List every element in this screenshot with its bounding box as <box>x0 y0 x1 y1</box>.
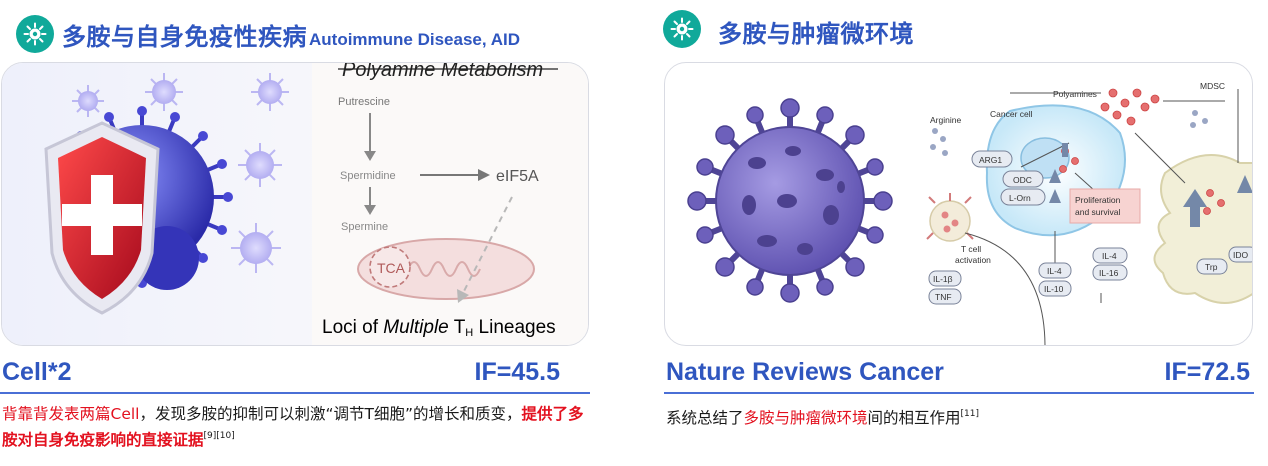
il16-label: IL-16 <box>1099 268 1119 278</box>
spermidine-label: Spermidine <box>340 170 396 182</box>
cancer-cell-label: Cancer cell <box>990 109 1033 119</box>
impact-factor: IF=72.5 <box>1164 358 1250 386</box>
polyamines-label: Polyamines <box>1053 89 1097 99</box>
autoimmune-illustration: Polyamine Metabolism Putrescine Spermidi… <box>2 63 588 345</box>
trp-label: Trp <box>1205 262 1218 272</box>
faint-virus-icon <box>145 73 183 111</box>
il4-label-2: IL-4 <box>1102 251 1117 261</box>
proliferation-label: Proliferation <box>1075 195 1121 205</box>
autoimmune-figure-card: Polyamine Metabolism Putrescine Spermidi… <box>1 62 589 346</box>
source-journal: Nature Reviews Cancer <box>666 358 944 386</box>
section-title-tumor: 多胺与肿瘤微环境 <box>718 14 914 49</box>
il4-label: IL-4 <box>1047 266 1062 276</box>
shield-icon <box>44 121 160 315</box>
impact-factor: IF=45.5 <box>474 358 560 386</box>
polyamine-pathway-diagram: Polyamine Metabolism Putrescine Spermidi… <box>322 63 558 339</box>
title-en: Autoimmune Disease, AID <box>309 30 520 49</box>
desc-refs: [11] <box>960 409 980 419</box>
putrescine-label: Putrescine <box>338 96 390 108</box>
faint-virus-icon <box>231 223 281 273</box>
il1b-label: IL-1β <box>933 274 953 284</box>
survival-label: and survival <box>1075 207 1120 217</box>
loci-label: Loci of Multiple TH Lineages <box>322 317 556 339</box>
desc-body: ，发现多胺的抑制可以刺激“调节T细胞”的增长和质变， <box>139 405 522 423</box>
ido-label: IDO <box>1233 250 1249 260</box>
il10-label: IL-10 <box>1044 284 1064 294</box>
tumor-microenvironment-diagram: Polyamines MDSC Arginine Cancer cell ARG… <box>920 73 1252 345</box>
desc-highlight: 多胺与肿瘤微环境 <box>743 409 868 427</box>
divider-line <box>664 392 1254 394</box>
desc-body-2: 间的相互作用 <box>867 409 961 427</box>
tumor-figure-card: Polyamines MDSC Arginine Cancer cell ARG… <box>664 62 1253 346</box>
odc-label: ODC <box>1013 175 1032 185</box>
divider-line <box>0 392 590 394</box>
desc-emphasis: 提供了多胺对自身免疫影响的直接证据 <box>2 405 584 449</box>
virus-icon <box>687 98 893 303</box>
faint-virus-icon <box>238 143 282 187</box>
desc-refs: [9][10] <box>203 431 235 441</box>
pathway-heading: Polyamine Metabolism <box>342 63 543 81</box>
desc-highlight: 背靠背发表两篇Cell <box>2 405 140 423</box>
activation-label: activation <box>955 255 991 265</box>
tnf-label: TNF <box>935 292 952 302</box>
desc-body: 系统总结了 <box>666 409 744 427</box>
source-journal: Cell*2 <box>2 358 72 386</box>
t-cell-label: T cell <box>961 244 981 254</box>
arginine-label: Arginine <box>930 115 961 125</box>
title-zh: 多胺与自身免疫性疾病 <box>62 23 307 51</box>
mdsc-label: MDSC <box>1200 81 1225 91</box>
virus-badge-icon <box>16 15 54 53</box>
description-text: 背靠背发表两篇Cell，发现多胺的抑制可以刺激“调节T细胞”的增长和质变，提供了… <box>2 403 590 451</box>
virus-badge-icon <box>663 10 701 48</box>
l-orn-label: L-Orn <box>1009 193 1031 203</box>
spermine-label: Spermine <box>341 221 388 233</box>
arg1-label: ARG1 <box>979 155 1002 165</box>
title-zh: 多胺与肿瘤微环境 <box>718 20 914 48</box>
faint-virus-icon <box>72 85 104 117</box>
tumor-illustration: Polyamines MDSC Arginine Cancer cell ARG… <box>687 73 1252 345</box>
tca-label: TCA <box>377 260 406 276</box>
eif5a-label: eIF5A <box>496 168 539 185</box>
description-text: 系统总结了多胺与肿瘤微环境间的相互作用[11] <box>666 403 1254 429</box>
faint-virus-icon <box>251 73 289 111</box>
